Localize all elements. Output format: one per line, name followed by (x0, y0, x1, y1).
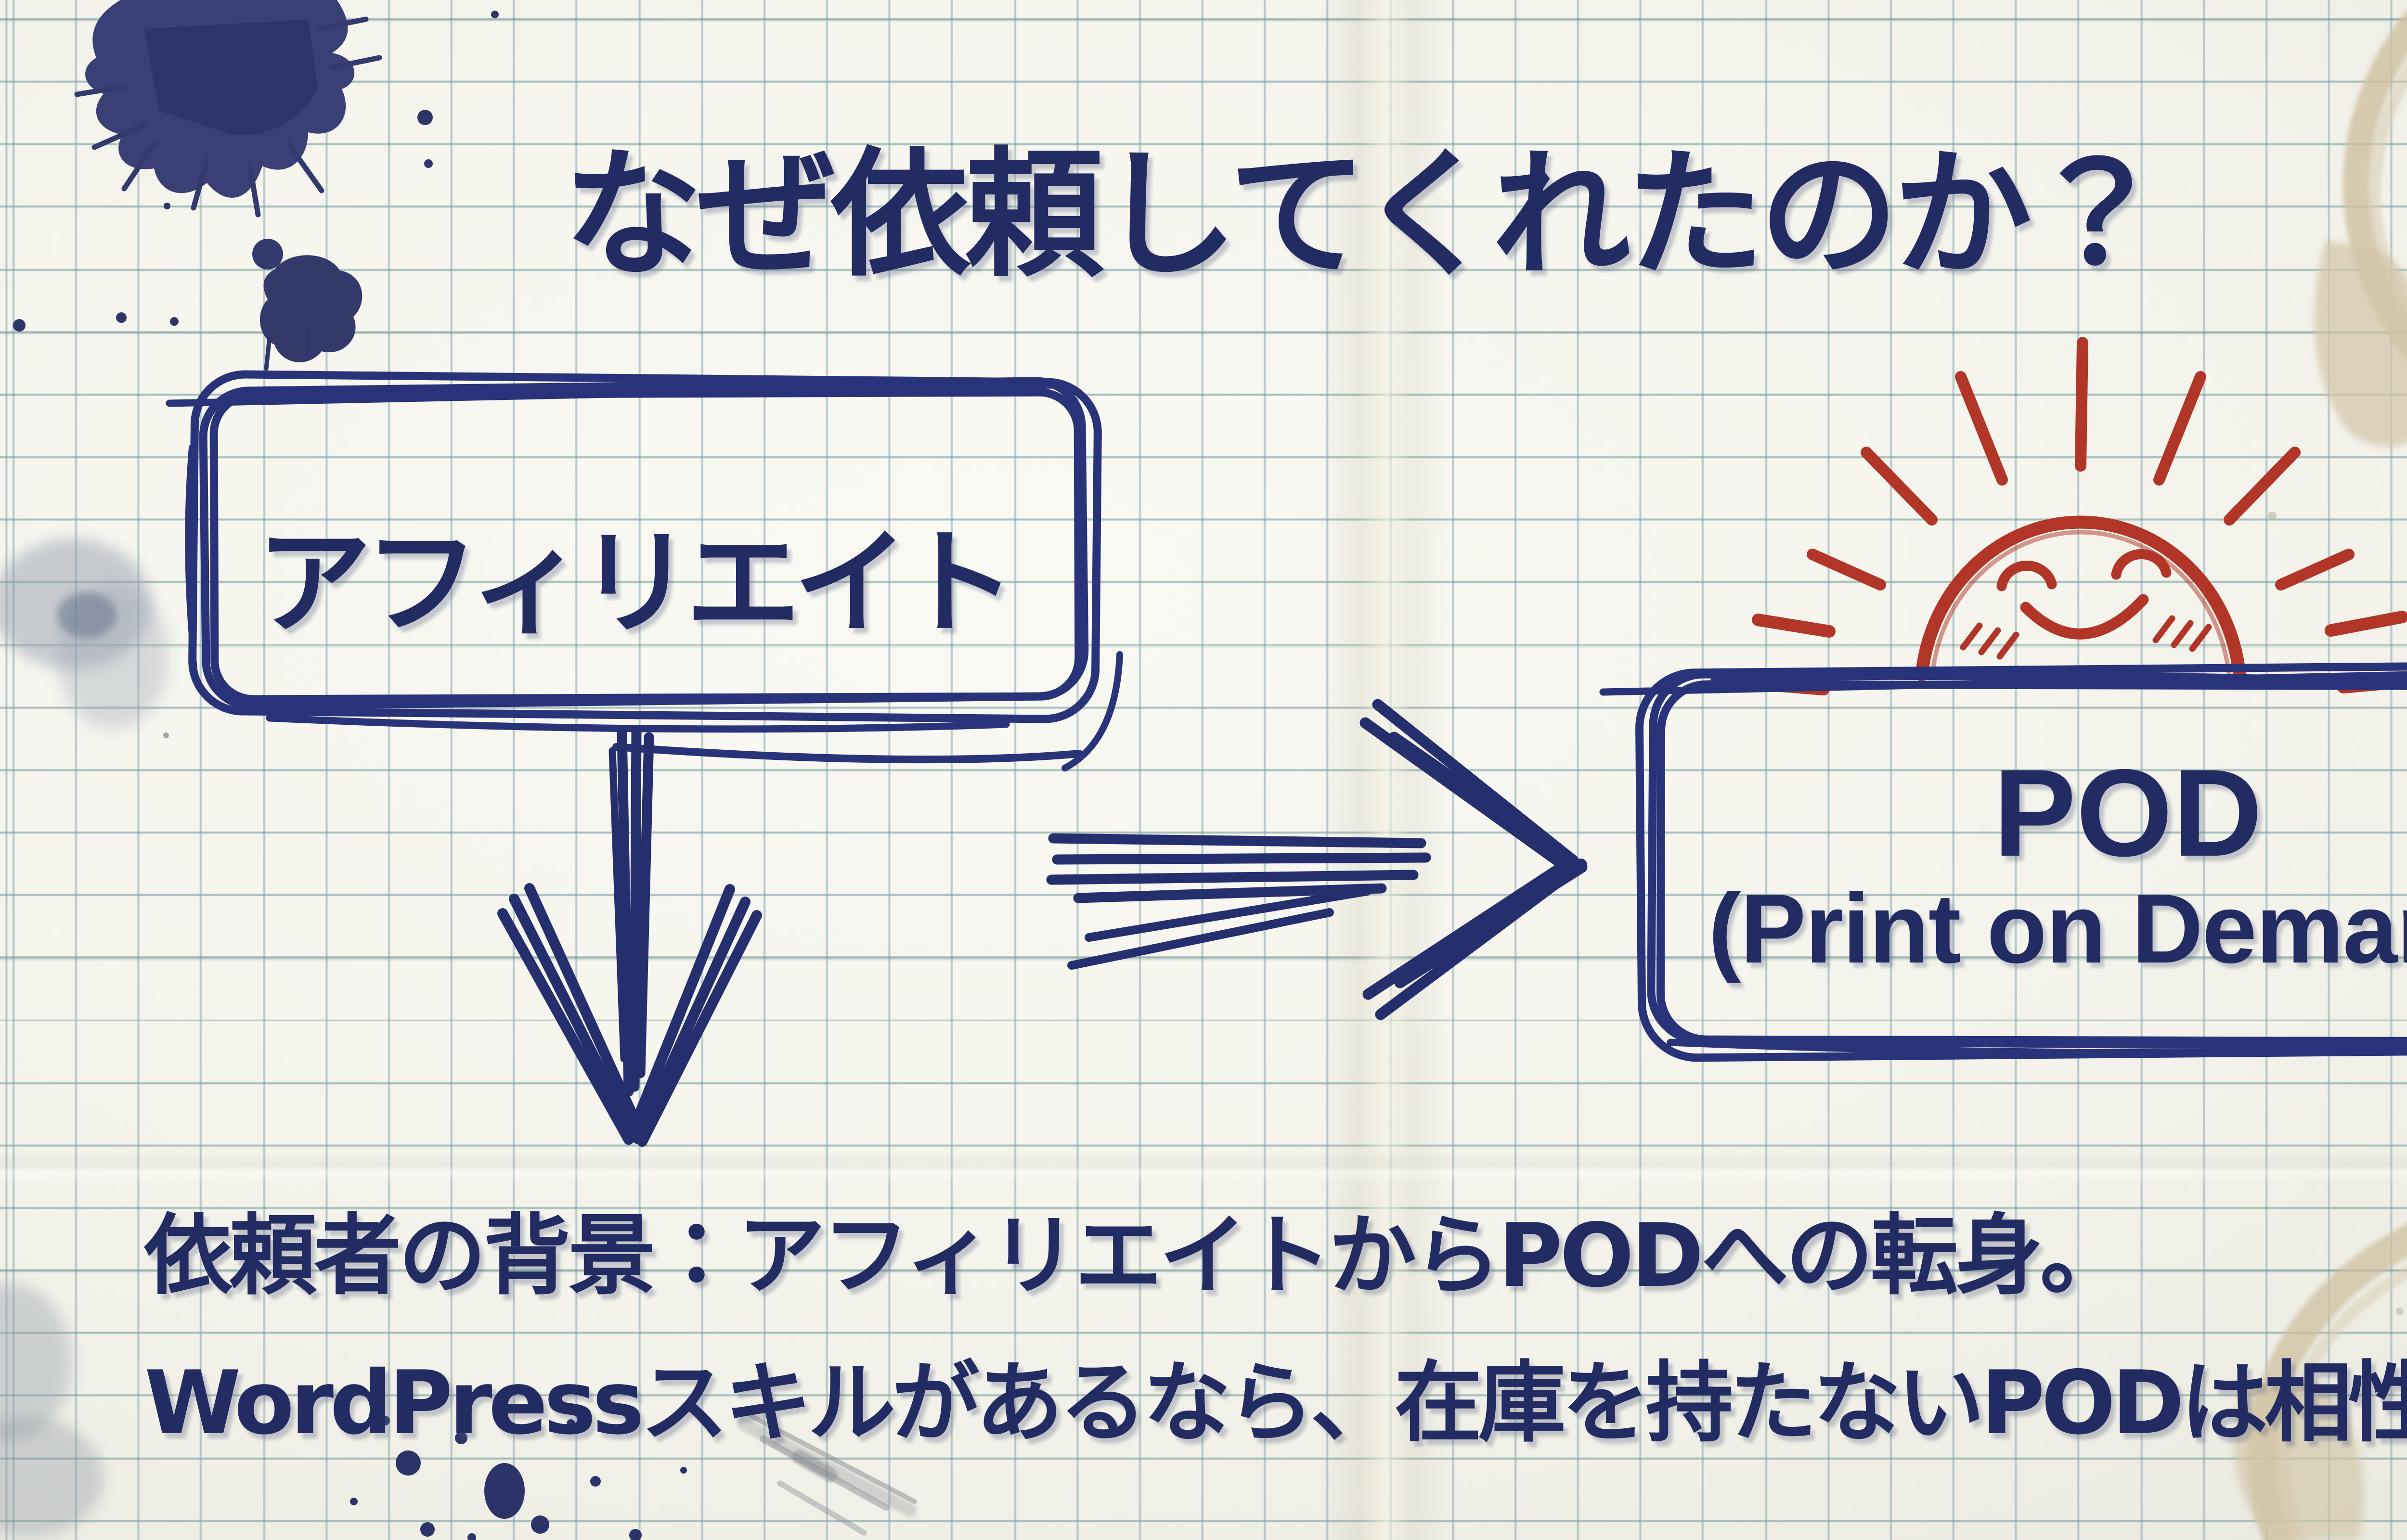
right-arrow-sketch (1046, 699, 1588, 1020)
page-title: なぜ依頼してくれたのか？ (563, 134, 2166, 295)
note-line-1: 依頼者の背景：アフィリエイトからPODへの転身。 (144, 1205, 2128, 1307)
affiliate-box-label: アフィリエイト (257, 517, 1016, 650)
coffee-stain-bottom-right (2234, 1223, 2407, 1540)
note-line-2: WordPressスキルがあるなら、在庫を持たないPODは相性がいい。 (144, 1352, 2407, 1454)
affiliate-box-border (166, 370, 1123, 771)
pencil-smudge (737, 1413, 917, 1536)
ink-smudge-bottom-left (0, 1283, 104, 1538)
pod-box-border (1599, 661, 2407, 1062)
ink-dots-bottom-left (350, 1416, 687, 1540)
pod-box-title: POD (1993, 743, 2263, 882)
coffee-stain-top-right (2268, 10, 2407, 520)
smiling-sun-doodle (1733, 337, 2407, 695)
ink-splatter-top-left (13, 0, 499, 371)
ink-smudge-left (0, 539, 169, 738)
down-arrow-sketch (497, 725, 762, 1147)
pod-box-subtitle: (Print on Demand) (1708, 873, 2407, 984)
